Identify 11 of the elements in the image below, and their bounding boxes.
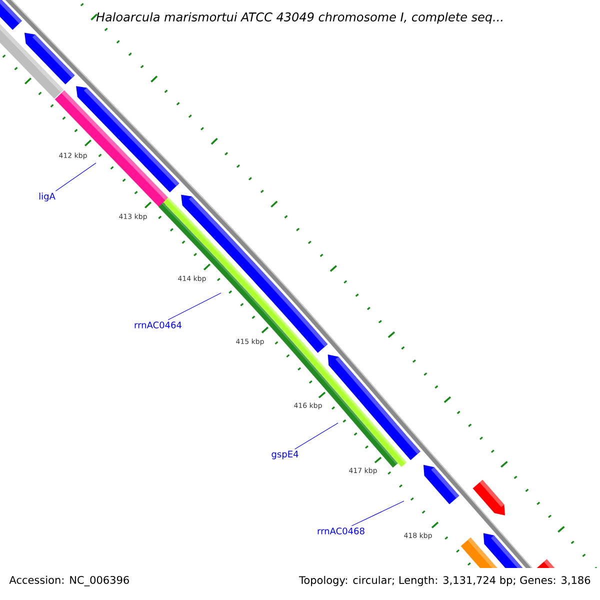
gene-label: rrnAC0468 (318, 528, 364, 534)
gene-label: rrnAC0464 (134, 322, 182, 328)
leader-line (294, 422, 338, 450)
leader-line (351, 500, 404, 526)
footer-text: Topology: circular; Length: 3,131,724 bp; Genes: 3,186 (299, 576, 590, 586)
gene-label: ligA (39, 192, 56, 202)
leader-line (55, 162, 96, 192)
gene-label: gspE4 (272, 450, 298, 460)
leader-line (168, 292, 222, 320)
title: Haloarcula marismortui ATCC 43049 chromosome I, complete seq... (96, 12, 502, 24)
footer-text: Accession: NC_006396 (9, 576, 129, 586)
